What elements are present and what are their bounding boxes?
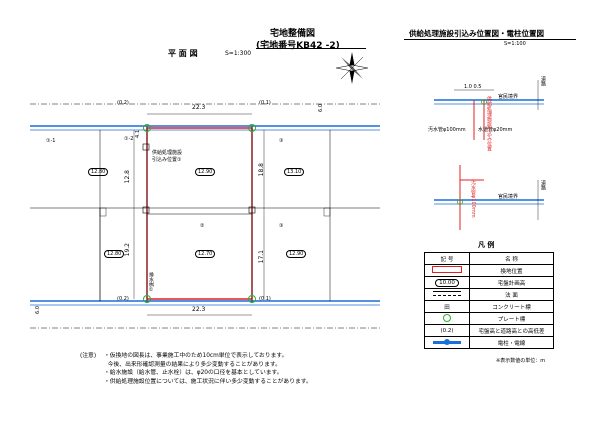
lot-no-right: ③ bbox=[279, 138, 284, 144]
utility-pole-icon bbox=[433, 338, 461, 345]
dim-road-left: 6.0 bbox=[35, 306, 41, 314]
detail-dims-top: 1.0 0.5 bbox=[464, 84, 482, 90]
legend-symbol: 10.00 bbox=[424, 276, 470, 289]
note-line: ・仮換地の図長は、事業施工中のため10cm単位で表示しております。 bbox=[104, 353, 288, 359]
dim-road-top: 4.1 bbox=[135, 130, 141, 138]
dim-left2: 19.2 bbox=[124, 243, 131, 257]
legend-symbol: 田 bbox=[424, 300, 470, 313]
detail-road1: 道路 bbox=[540, 76, 546, 86]
lot-no-center: ② bbox=[200, 223, 205, 229]
detail-water: 水道管φ20mm bbox=[478, 127, 513, 133]
unit-note: ※表示数値の単位：m bbox=[496, 358, 546, 364]
legend-row: 10.00 宅盤計画高 bbox=[424, 276, 554, 289]
dim-left: 12.8 bbox=[124, 170, 131, 184]
plan-view-label: 平 面 図 bbox=[168, 49, 198, 58]
detail-title: 供給処理施設引込み位置図・電柱位置図 bbox=[409, 29, 544, 38]
tag-bottom-right: (0.1) bbox=[259, 296, 271, 302]
legend-symbol bbox=[424, 312, 470, 325]
dim-top: 22.3 bbox=[192, 104, 206, 111]
note-line: ・供給処理施設位置については、施工状況に伴い多少変動することがあります。 bbox=[104, 378, 312, 385]
red-rect-icon bbox=[432, 266, 462, 273]
plan-subtitle: (宅地番号KB42 -2) bbox=[256, 41, 340, 51]
detail-drawing bbox=[434, 80, 544, 230]
detail-scale: S=1:100 bbox=[504, 41, 526, 47]
legend-symbol bbox=[424, 288, 470, 301]
dim-road-right: 6.0 bbox=[318, 104, 324, 112]
legend-symbol bbox=[424, 336, 470, 349]
tag-bottom-left: (0.2) bbox=[117, 296, 129, 302]
legend-name: コンクリート標 bbox=[469, 300, 554, 313]
legend-row: 法 面 bbox=[424, 288, 554, 301]
lot-no-left2: ①-2 bbox=[124, 136, 134, 142]
notes-label: (注意) bbox=[80, 353, 97, 359]
lot-no-left: ①-1 bbox=[46, 138, 56, 144]
detail-boundary2: 官民境界 bbox=[498, 194, 519, 200]
detail-boundary1: 官民境界 bbox=[498, 94, 519, 100]
note-line: ・給水施設（給水管、止水栓）は、φ20の口径を基本としています。 bbox=[104, 370, 283, 376]
legend-symbol bbox=[424, 264, 470, 277]
detail-sewer: 汚水管φ100mm bbox=[428, 127, 466, 133]
legend-header: 記 号 名 称 bbox=[424, 252, 554, 265]
plan-title-underline bbox=[256, 48, 366, 49]
legend-name: 宅盤高と道路高との高低差 bbox=[469, 324, 554, 337]
dim-bottom: 22.3 bbox=[192, 306, 206, 313]
drain-label: 排水桝① bbox=[148, 272, 154, 293]
legend-row: プレート標 bbox=[424, 312, 554, 325]
tag-top-right: (0.1) bbox=[259, 100, 271, 106]
legend-name: 法 面 bbox=[469, 288, 554, 301]
legend-name: 換地位置 bbox=[469, 264, 554, 277]
plan-title: 宅地整備図 bbox=[270, 29, 316, 39]
detail-title-underline bbox=[404, 39, 576, 40]
lot-height-center-top: 12.90 bbox=[195, 168, 216, 176]
lot-height-left-bottom: 12.80 bbox=[104, 250, 125, 258]
inlet-label: 供給処理施設 引込み位置① bbox=[152, 150, 183, 163]
lot-no-bottom: ③ bbox=[279, 223, 284, 229]
legend-symbol-text: 10.00 bbox=[435, 278, 459, 287]
detail-inlet: 供給処理施設引込み位置 bbox=[486, 96, 492, 151]
note-line: 今後、出来形確認測量の結果により多少変動することがあります。 bbox=[104, 361, 281, 368]
notes-block: ・仮換地の図長は、事業施工中のため10cm単位で表示しております。 今後、出来形… bbox=[104, 352, 312, 386]
detail-sewer2: 汚水管φ100mm bbox=[470, 180, 476, 218]
slope-icon bbox=[433, 291, 461, 296]
lot-height-right-bottom: 12.90 bbox=[286, 250, 307, 258]
legend-name: プレート標 bbox=[469, 312, 554, 325]
legend-table: 記 号 名 称 換地位置 10.00 宅盤計画高 法 面 田 コンクリート標 プ… bbox=[424, 252, 554, 349]
north-arrow-icon bbox=[335, 52, 369, 84]
detail-road2: 道路 bbox=[540, 180, 546, 190]
legend-symbol: (0.2) bbox=[424, 324, 470, 337]
legend-row: 換地位置 bbox=[424, 264, 554, 277]
plan-drawing bbox=[30, 103, 380, 329]
plan-scale: S=1:300 bbox=[225, 50, 252, 57]
legend-header-name: 名 称 bbox=[469, 252, 554, 265]
legend-row: 電柱・電線 bbox=[424, 336, 554, 349]
legend-title: 凡 例 bbox=[478, 241, 495, 249]
dim-right: 18.8 bbox=[258, 163, 265, 177]
plate-marker-icon bbox=[443, 313, 451, 322]
dim-right2: 17.1 bbox=[258, 250, 265, 264]
legend-name: 宅盤計画高 bbox=[469, 276, 554, 289]
lot-height-left-top: 12.80 bbox=[88, 168, 109, 176]
legend-row: (0.2) 宅盤高と道路高との高低差 bbox=[424, 324, 554, 337]
legend-header-symbol: 記 号 bbox=[424, 252, 470, 265]
tag-top-left: (0.2) bbox=[117, 100, 129, 106]
lot-height-right-top: 13.10 bbox=[284, 168, 305, 176]
legend-row: 田 コンクリート標 bbox=[424, 300, 554, 313]
legend-name: 電柱・電線 bbox=[469, 336, 554, 349]
lot-height-center-bottom: 12.70 bbox=[195, 250, 216, 258]
